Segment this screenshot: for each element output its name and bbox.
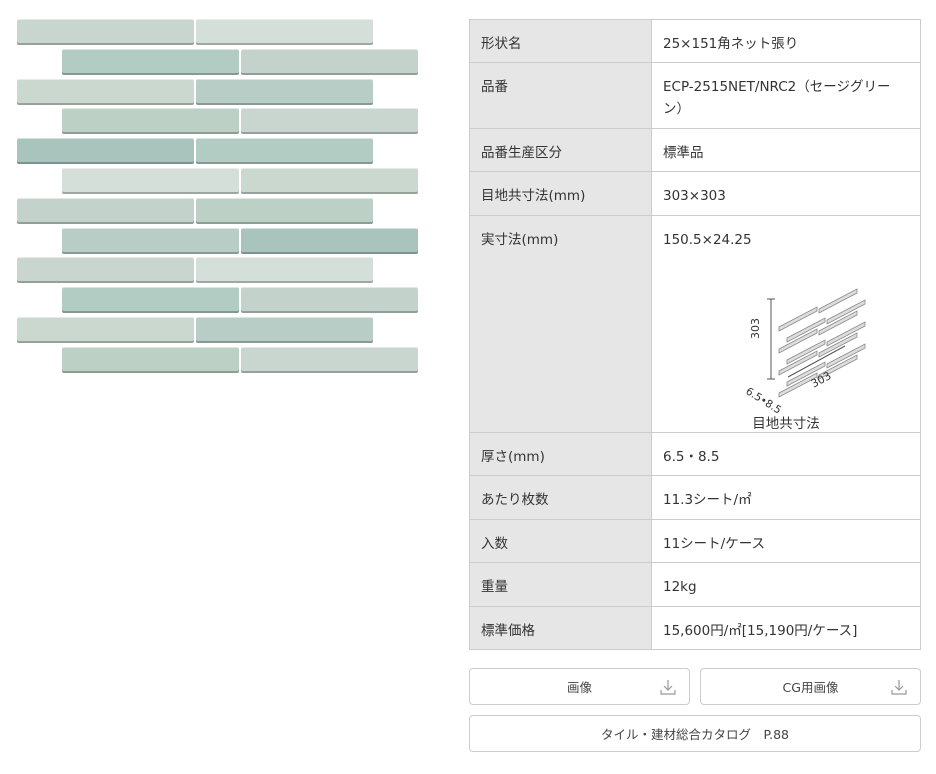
download-icon bbox=[660, 680, 676, 695]
diagram-brick bbox=[786, 317, 826, 343]
row-label: 入数 bbox=[481, 536, 508, 552]
diagram-brick bbox=[826, 321, 866, 347]
diagram-brick bbox=[786, 361, 826, 387]
tile-piece bbox=[196, 317, 373, 343]
row-value: 15,600円/㎡[15,190円/ケース] bbox=[663, 623, 858, 639]
tile-piece bbox=[62, 108, 239, 135]
row-value: 6.5・8.5 bbox=[663, 449, 720, 465]
diagram-brick bbox=[818, 288, 858, 314]
diagram-brick bbox=[818, 332, 858, 358]
table-row: 厚さ(mm) 6.5・8.5 bbox=[469, 432, 921, 476]
height-dimension: 303 bbox=[749, 318, 762, 339]
row-label: 品番生産区分 bbox=[481, 145, 562, 161]
table-row: 目地共寸法(mm) 303×303 bbox=[469, 171, 921, 216]
row-value: 11.3シート/㎡ bbox=[663, 492, 752, 508]
button-label: 画像 bbox=[566, 680, 592, 695]
tile-piece bbox=[62, 346, 239, 373]
tile-piece bbox=[196, 138, 373, 165]
spec-table: 形状名 25×151角ネット張り 品番 ECP-2515NET/NRC2（セージグリ… bbox=[469, 19, 921, 650]
tile-piece bbox=[196, 19, 373, 45]
tile-piece bbox=[62, 227, 239, 254]
row-value: ECP-2515NET/NRC2（セージグリーン） bbox=[663, 79, 891, 117]
tile-product-image bbox=[17, 19, 418, 377]
row-label: 重量 bbox=[481, 579, 508, 595]
tile-piece bbox=[17, 138, 194, 165]
tile-piece bbox=[17, 317, 194, 343]
tile-piece bbox=[241, 287, 418, 314]
row-value: 11シート/ケース bbox=[663, 536, 766, 552]
diagram-brick bbox=[778, 350, 818, 376]
diagram-caption: 目地共寸法 bbox=[752, 416, 820, 432]
table-row: 実寸法(mm) 150.5×24.25 303 303 6.5•8.5 目地共寸法 bbox=[469, 215, 921, 433]
row-label: 品番 bbox=[481, 79, 508, 95]
table-row: あたり枚数 11.3シート/㎡ bbox=[469, 475, 921, 520]
row-value: 25×151角ネット張り bbox=[663, 36, 799, 52]
row-value: 標準品 bbox=[663, 145, 704, 161]
diagram-brick bbox=[786, 339, 826, 365]
row-label: 目地共寸法(mm) bbox=[481, 188, 586, 204]
diagram-brick bbox=[826, 299, 866, 325]
tile-sheet-illustration: 303 303 6.5•8.5 bbox=[743, 288, 866, 417]
row-label: 標準価格 bbox=[481, 623, 535, 639]
tile-piece bbox=[17, 197, 194, 224]
tile-piece bbox=[196, 78, 373, 105]
diagram-brick bbox=[778, 328, 818, 354]
diagram-brick bbox=[818, 310, 858, 336]
tile-piece bbox=[62, 48, 239, 75]
row-label: あたり枚数 bbox=[481, 492, 549, 508]
tile-piece bbox=[241, 346, 418, 373]
row-label: 形状名 bbox=[481, 36, 522, 52]
diagram-brick bbox=[778, 306, 818, 332]
table-row: 品番 ECP-2515NET/NRC2（セージグリーン） bbox=[469, 62, 921, 129]
tile-piece bbox=[17, 78, 194, 105]
row-value: 303×303 bbox=[663, 188, 726, 204]
row-value: 12kg bbox=[663, 579, 697, 595]
tile-piece bbox=[241, 227, 418, 254]
table-row: 重量 12kg bbox=[469, 562, 921, 607]
tile-piece bbox=[196, 257, 373, 284]
tile-piece bbox=[17, 19, 194, 45]
image-download-button[interactable]: 画像 bbox=[469, 668, 690, 705]
diagram-brick bbox=[818, 354, 858, 380]
row-value: 150.5×24.25 bbox=[663, 232, 752, 248]
table-row: 形状名 25×151角ネット張り bbox=[469, 19, 921, 63]
row-label: 厚さ(mm) bbox=[481, 449, 545, 465]
tile-piece bbox=[62, 168, 239, 194]
tile-piece bbox=[241, 48, 418, 75]
diagram-brick bbox=[826, 343, 866, 369]
download-icon bbox=[891, 680, 907, 695]
button-label: CG用画像 bbox=[782, 680, 839, 695]
table-row: 品番生産区分 標準品 bbox=[469, 128, 921, 172]
tile-piece bbox=[241, 168, 418, 194]
joint-dimension-diagram: 303 303 6.5•8.5 目地共寸法 bbox=[671, 257, 901, 432]
row-label: 実寸法(mm) bbox=[481, 232, 559, 248]
diagram-brick bbox=[778, 372, 818, 398]
tile-piece bbox=[196, 197, 373, 224]
button-label: タイル・建材総合カタログ P.88 bbox=[601, 727, 789, 742]
tile-piece bbox=[241, 108, 418, 135]
tile-piece bbox=[17, 257, 194, 284]
tile-piece bbox=[62, 287, 239, 314]
table-row: 入数 11シート/ケース bbox=[469, 519, 921, 563]
catalog-link-button[interactable]: タイル・建材総合カタログ P.88 bbox=[469, 715, 921, 752]
cg-image-download-button[interactable]: CG用画像 bbox=[700, 668, 921, 705]
table-row: 標準価格 15,600円/㎡[15,190円/ケース] bbox=[469, 606, 921, 650]
